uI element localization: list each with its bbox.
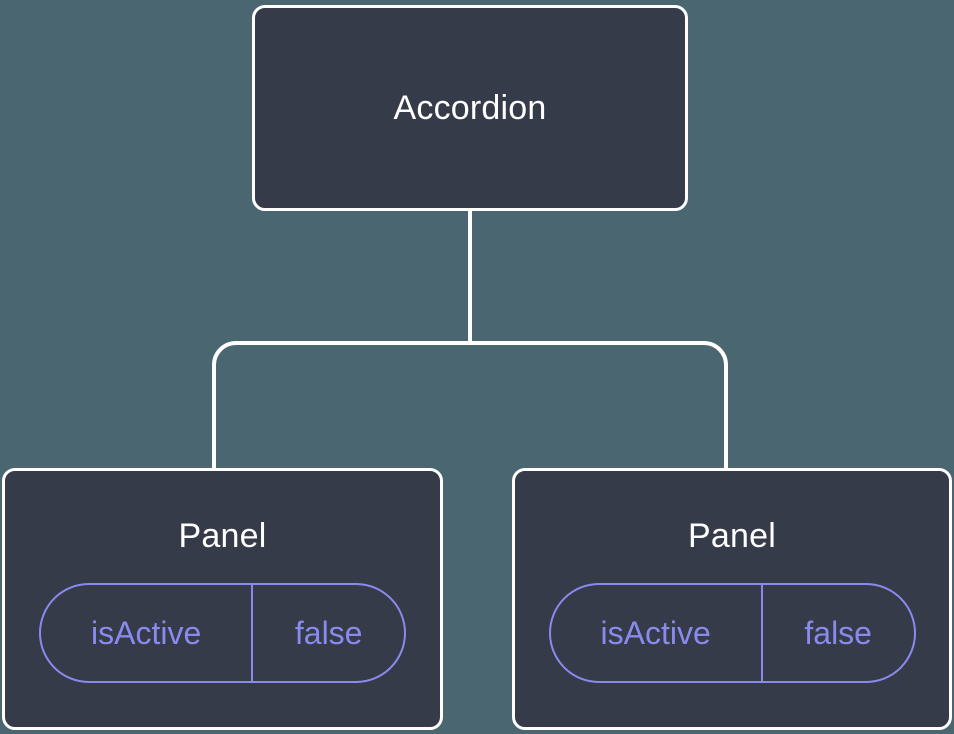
prop-key-1: isActive [551,585,763,681]
prop-value-1: false [804,615,872,651]
prop-value-0: false [294,615,363,651]
tree-node-panel-1[interactable]: Panel isActive false [512,468,952,730]
node-label-panel-1: Panel [688,517,776,555]
prop-badge-isactive-1[interactable]: isActive false [548,583,916,683]
prop-key-0: isActive [41,585,254,681]
tree-node-accordion[interactable]: Accordion [252,5,688,211]
connector-branch-left [212,341,470,470]
node-label-accordion: Accordion [393,89,547,127]
prop-badge-isactive-0[interactable]: isActive false [39,583,406,683]
node-label-panel-0: Panel [178,517,267,555]
tree-node-panel-0[interactable]: Panel isActive false [2,468,443,730]
connector-branch-right [470,341,728,470]
